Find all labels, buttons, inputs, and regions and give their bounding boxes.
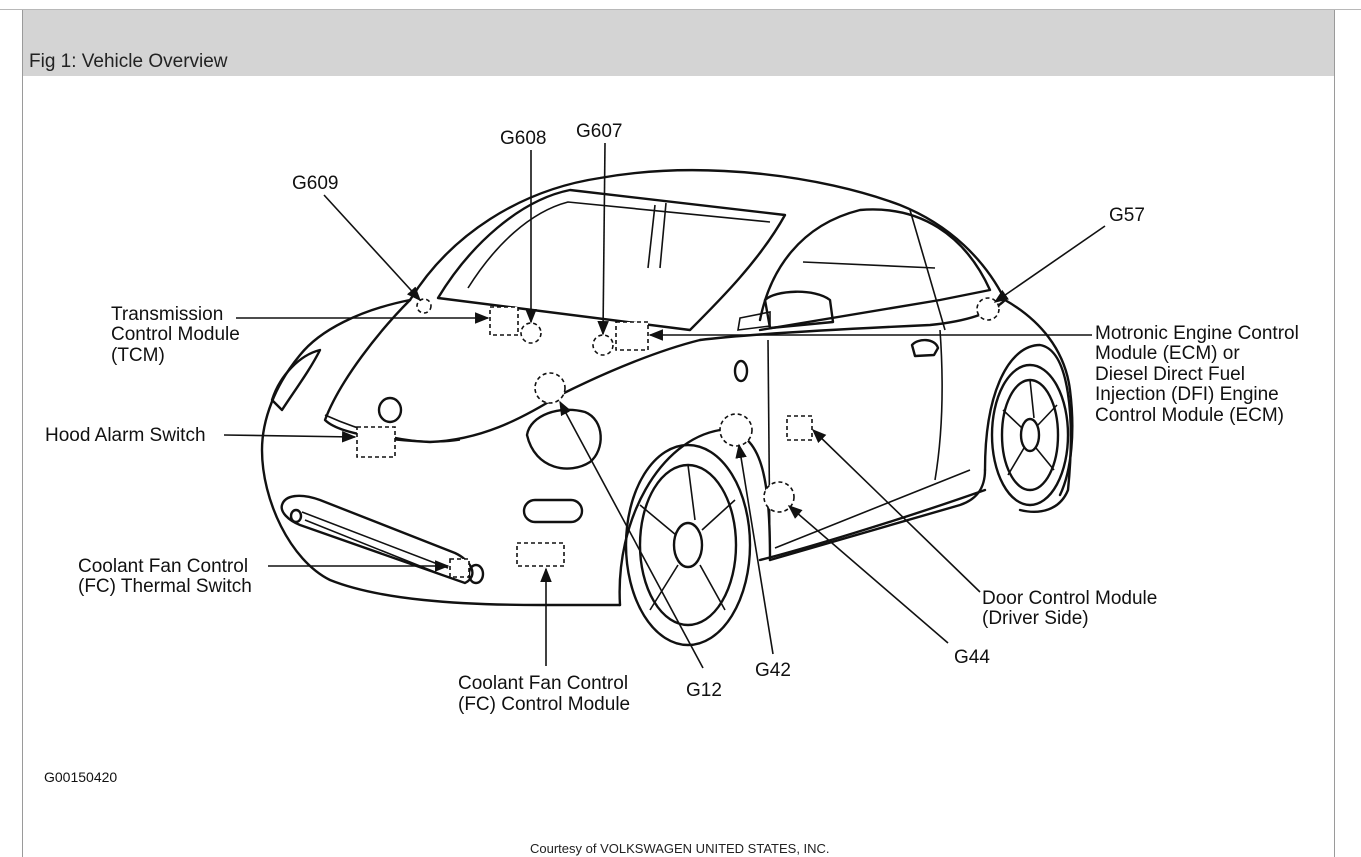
figure-header: Fig 1: Vehicle Overview — [23, 10, 1334, 76]
label-ecm-line1: Motronic Engine Control — [1095, 323, 1299, 344]
label-ecm-line4: Injection (DFI) Engine — [1095, 384, 1279, 405]
g57-marker — [976, 297, 1000, 321]
label-g57: G57 — [1109, 205, 1145, 226]
label-g607: G607 — [576, 121, 622, 142]
label-ecm-line2: Module (ECM) or — [1095, 343, 1240, 364]
label-fc-thermal-line2: (FC) Thermal Switch — [78, 576, 252, 597]
label-door-module-line1: Door Control Module — [982, 588, 1157, 609]
hood-alarm-marker — [356, 426, 396, 458]
courtesy-note: Courtesy of VOLKSWAGEN UNITED STATES, IN… — [530, 841, 830, 856]
label-g609: G609 — [292, 173, 338, 194]
g607-marker — [592, 334, 614, 356]
label-tcm-line2: Control Module — [111, 324, 240, 345]
label-tcm-line1: Transmission — [111, 304, 223, 325]
rear-wheel — [990, 363, 1070, 507]
label-tcm-line3: (TCM) — [111, 345, 165, 366]
image-code: G00150420 — [44, 769, 117, 785]
front-wheel — [624, 443, 752, 647]
window-top-strip — [0, 0, 1361, 10]
label-fc-thermal-line1: Coolant Fan Control — [78, 556, 248, 577]
leader-lines — [223, 142, 1106, 669]
ecm-marker — [615, 321, 649, 351]
tcm-marker — [489, 306, 519, 336]
callout-labels: G609 G608 G607 G57 Transmission Control … — [45, 121, 1299, 715]
g12-marker — [534, 372, 566, 404]
label-door-module-line2: (Driver Side) — [982, 608, 1089, 629]
label-g44: G44 — [954, 647, 990, 668]
g42-marker — [719, 413, 753, 447]
label-ecm-line5: Control Module (ECM) — [1095, 405, 1284, 426]
g44-marker — [763, 481, 795, 513]
door-module-marker — [786, 415, 813, 441]
figure-panel: Fig 1: Vehicle Overview — [22, 10, 1335, 857]
label-g42: G42 — [755, 660, 791, 681]
label-fc-module-line1: Coolant Fan Control — [458, 673, 628, 694]
g608-marker — [520, 322, 542, 344]
g609-marker — [416, 298, 432, 314]
component-markers — [356, 297, 1000, 578]
label-hood-alarm: Hood Alarm Switch — [45, 425, 206, 446]
fc-module-marker — [516, 542, 565, 567]
label-fc-module-line2: (FC) Control Module — [458, 694, 630, 715]
car-outline — [260, 169, 1074, 647]
figure-title: Fig 1: Vehicle Overview — [29, 51, 228, 72]
label-g608: G608 — [500, 128, 546, 149]
fc-thermal-marker — [449, 558, 470, 578]
label-g12: G12 — [686, 680, 722, 701]
label-ecm-line3: Diesel Direct Fuel — [1095, 364, 1245, 385]
